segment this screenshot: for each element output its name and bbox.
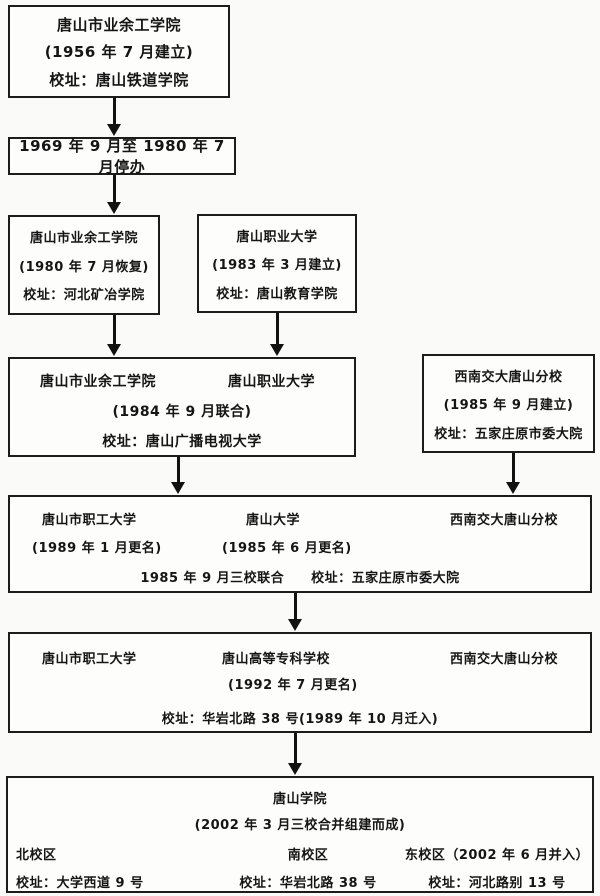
box-1984-union: 唐山市业余工学院 唐山职业大学 (1984 年 9 月联合) 校址：唐山广播电视…	[8, 357, 356, 457]
arrowhead-icon	[107, 202, 121, 214]
box-suspension-text: 1969 年 9 月至 1980 年 7 月停办	[19, 137, 225, 176]
arrow-branch-to-1985	[506, 453, 520, 494]
college-title: 唐山学院	[272, 792, 327, 807]
box-1983-title: 唐山职业大学	[236, 229, 318, 245]
arrow-1984-to-1985	[171, 457, 185, 494]
box-1956-date: (1956 年 7 月建立)	[44, 43, 194, 61]
arrow-alliance-to-1992	[288, 593, 302, 631]
arrowhead-icon	[107, 124, 121, 136]
box-1956-founding: 唐山市业余工学院 (1956 年 7 月建立) 校址：唐山铁道学院	[8, 5, 230, 98]
alliance-col1-title: 唐山市职工大学	[42, 513, 137, 528]
box-1985-alliance: 唐山市职工大学 (1989 年 1 月更名) 唐山大学 (1985 年 6 月更…	[8, 495, 592, 593]
box-1985-swjtu-branch: 西南交大唐山分校 (1985 年 9 月建立) 校址：五家庄原市委大院	[422, 354, 595, 453]
campus-south-address: 校址：华岩北路 38 号	[239, 876, 377, 891]
box-1984-address: 校址：唐山广播电视大学	[102, 434, 262, 450]
campus-north-address: 校址：大学西道 9 号	[16, 876, 144, 891]
arrowhead-icon	[506, 482, 520, 494]
box-1985-date: (1985 年 9 月建立)	[443, 398, 574, 413]
rename-col1-title: 唐山市职工大学	[42, 652, 137, 667]
box-1983-address: 校址：唐山教育学院	[216, 286, 338, 302]
arrow-1983-to-1984	[270, 313, 284, 356]
arrow-1992-to-2002	[288, 733, 302, 775]
rename-col2-sub: (1992 年 7 月更名)	[228, 678, 358, 693]
box-2002-tangshan-college: 唐山学院 (2002 年 3 月三校合并组建而成) 北校区 校址：大学西道 9 …	[6, 776, 594, 893]
arrowhead-icon	[270, 344, 284, 356]
arrow-1956-to-stop	[107, 98, 121, 136]
alliance-col2-title: 唐山大学	[246, 513, 301, 528]
campus-east-address: 校址：河北路别 13 号	[428, 876, 566, 891]
box-1956-address: 校址：唐山铁道学院	[49, 70, 189, 89]
rename-col3-title: 西南交大唐山分校	[450, 652, 559, 667]
box-1984-left-title: 唐山市业余工学院	[40, 374, 156, 390]
box-1985-address: 校址：五家庄原市委大院	[434, 426, 583, 442]
box-1983-vocational: 唐山职业大学 (1983 年 3 月建立) 校址：唐山教育学院	[197, 214, 357, 313]
arrow-1980-to-1984	[107, 315, 121, 356]
campus-south: 南校区 校址：华岩北路 38 号	[208, 844, 408, 891]
box-1980-date: (1980 年 7 月恢复)	[19, 259, 149, 275]
campus-north-name: 北校区	[16, 848, 57, 863]
campus-east: 东校区（2002 年 6 月并入） 校址：河北路别 13 号	[400, 844, 594, 891]
rename-col2-title: 唐山高等专科学校	[222, 652, 331, 667]
campus-south-name: 南校区	[287, 848, 329, 863]
box-1980-restore: 唐山市业余工学院 (1980 年 7 月恢复) 校址：河北矿冶学院	[8, 215, 160, 315]
box-1992-rename: 唐山市职工大学 唐山高等专科学校 (1992 年 7 月更名) 西南交大唐山分校…	[8, 632, 592, 733]
box-1984-date: (1984 年 9 月联合)	[112, 404, 252, 420]
alliance-col2-sub: (1985 年 6 月更名)	[222, 541, 352, 556]
box-1980-title: 唐山市业余工学院	[29, 230, 138, 246]
alliance-col3-title: 西南交大唐山分校	[450, 513, 559, 528]
rename-bottom-line: 校址：华岩北路 38 号(1989 年 10 月迁入)	[161, 712, 439, 727]
arrowhead-icon	[107, 344, 121, 356]
campus-north: 北校区 校址：大学西道 9 号	[16, 844, 144, 891]
box-1956-title: 唐山市业余工学院	[56, 15, 181, 34]
box-1984-right-title: 唐山职业大学	[228, 374, 315, 390]
arrowhead-icon	[171, 482, 185, 494]
alliance-col1-sub: (1989 年 1 月更名)	[32, 541, 162, 556]
college-subtitle: (2002 年 3 月三校合并组建而成)	[194, 818, 406, 833]
box-1983-date: (1983 年 3 月建立)	[212, 258, 342, 273]
box-1980-address: 校址：河北矿冶学院	[23, 288, 145, 304]
alliance-bottom-line: 1985 年 9 月三校联合 校址：五家庄原市委大院	[140, 571, 460, 586]
arrowhead-icon	[288, 619, 302, 631]
arrowhead-icon	[288, 763, 302, 775]
box-1985-title: 西南交大唐山分校	[454, 369, 563, 385]
arrow-stop-to-1980	[107, 175, 121, 214]
campus-east-name: 东校区（2002 年 6 月并入）	[404, 848, 590, 863]
box-suspension: 1969 年 9 月至 1980 年 7 月停办	[8, 137, 236, 176]
